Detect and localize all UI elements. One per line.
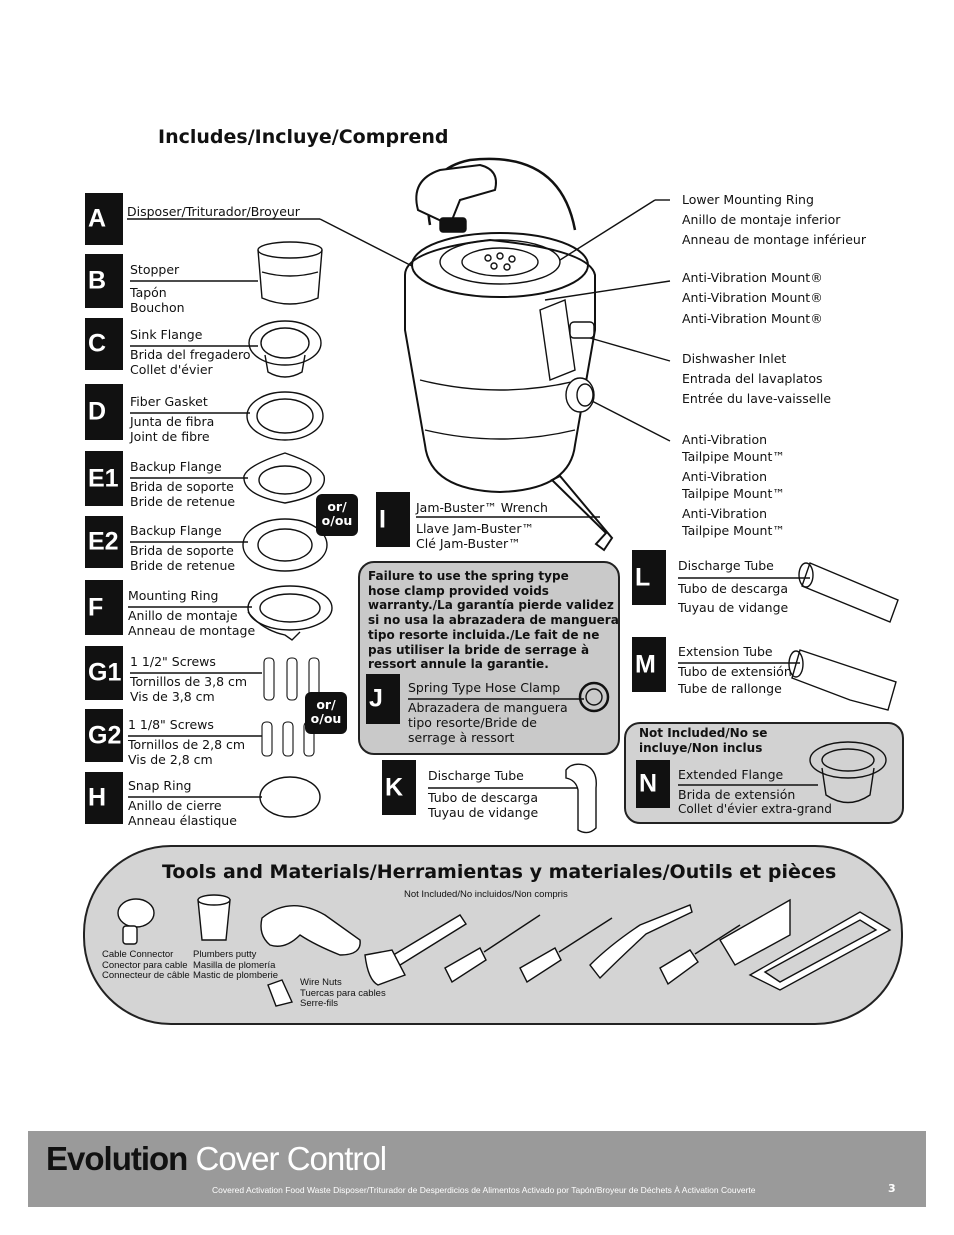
part-tag-e2: E2 [85, 516, 123, 568]
part-tag-g1: G1 [85, 646, 123, 700]
part-tag-e1: E1 [85, 451, 123, 506]
part-tag-d: D [85, 384, 123, 440]
part-tag-a: A [85, 193, 123, 245]
part-tag-n: N [636, 760, 670, 808]
page-number: 3 [888, 1182, 896, 1195]
part-a-label: Disposer/Triturador/Broyeur [127, 204, 300, 219]
not-included-box [624, 722, 904, 824]
part-tag-h: H [85, 772, 123, 824]
callout-anti-vibration-tailpipe: Anti-Vibration Tailpipe Mount™ Anti-Vibr… [682, 432, 785, 538]
part-tag-g2: G2 [85, 709, 123, 762]
includes-heading: Includes/Incluye/Comprend [158, 126, 449, 148]
or-badge-e: or/o/ou [316, 494, 358, 536]
callout-dishwasher-inlet: Dishwasher Inlet Entrada del lavaplatos … [682, 351, 832, 406]
part-tag-c: C [85, 318, 123, 370]
tools-not-included: Not Included/No incluidos/Non compris [404, 889, 568, 900]
footer-bar [28, 1131, 926, 1207]
part-tag-i: I [376, 492, 410, 547]
footer-subtitle: Covered Activation Food Waste Disposer/T… [212, 1185, 756, 1195]
part-tag-f: F [85, 580, 123, 635]
warranty-warning-box [358, 561, 620, 755]
part-tag-j: J [366, 674, 400, 724]
callout-lower-mounting-ring: Lower Mounting Ring Anillo de montaje in… [682, 192, 866, 247]
footer-brand: Evolution Cover Control [46, 1140, 387, 1177]
part-tag-b: B [85, 254, 123, 308]
tools-heading: Tools and Materials/Herramientas y mater… [162, 861, 837, 883]
part-j-label: Spring Type Hose Clamp Abrazadera de man… [408, 680, 568, 745]
part-tag-m: M [632, 637, 666, 692]
callout-anti-vibration-mount: Anti-Vibration Mount® Anti-Vibration Mou… [682, 270, 823, 326]
part-tag-l: L [632, 550, 666, 605]
or-badge-g: or/o/ou [305, 692, 347, 734]
part-tag-k: K [382, 760, 416, 815]
